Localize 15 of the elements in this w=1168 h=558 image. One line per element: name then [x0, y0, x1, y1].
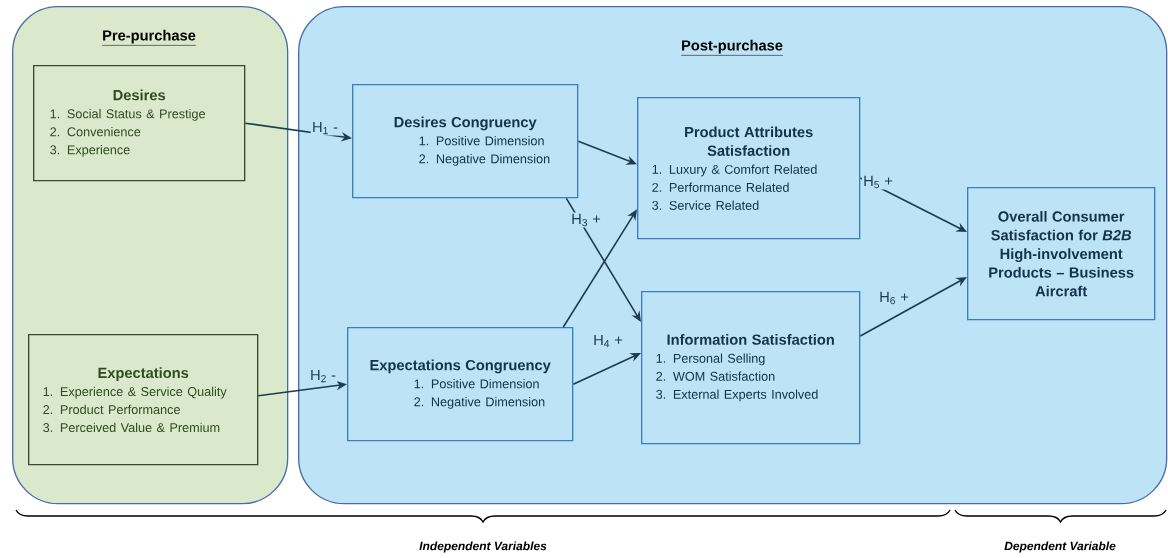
edge-label: H$_{6}$ + [877, 290, 911, 306]
variable-type-label: Independent Variables [419, 541, 547, 553]
variable-box: Desires 1. Social Status & Prestige 2. Convenience 3. Experience [33, 65, 246, 182]
variable-box: Information Satisfaction 1. Personal Selling 2. WOM Satisfaction 3. External Experts Involved [641, 291, 861, 445]
variable-type-label: Dependent Variable [1004, 541, 1116, 553]
variable-box: Desires Congruency 1. Positive Dimension 2. Negative Dimension [352, 84, 579, 199]
edge-label: H$_{5}$ + [861, 174, 895, 190]
arrow [859, 277, 967, 337]
arrow [565, 197, 641, 322]
arrow [859, 177, 967, 232]
variable-box: Product Attributes Satisfaction 1. Luxury & Comfort Related 2. Performance Related 3. Service Related [637, 97, 861, 240]
variable-box: Overall Consumer Satisfaction for B2B High-involvement Products – Business Aircraft [967, 187, 1156, 321]
variable-box: Expectations Congruency 1. Positive Dimension 2. Negative Dimension [347, 327, 574, 442]
edge-label: H$_{3}$ + [569, 212, 603, 228]
variable-box: Expectations 1. Experience & Service Quality 2. Product Performance 3. Perceived Value & Premium [28, 334, 259, 466]
